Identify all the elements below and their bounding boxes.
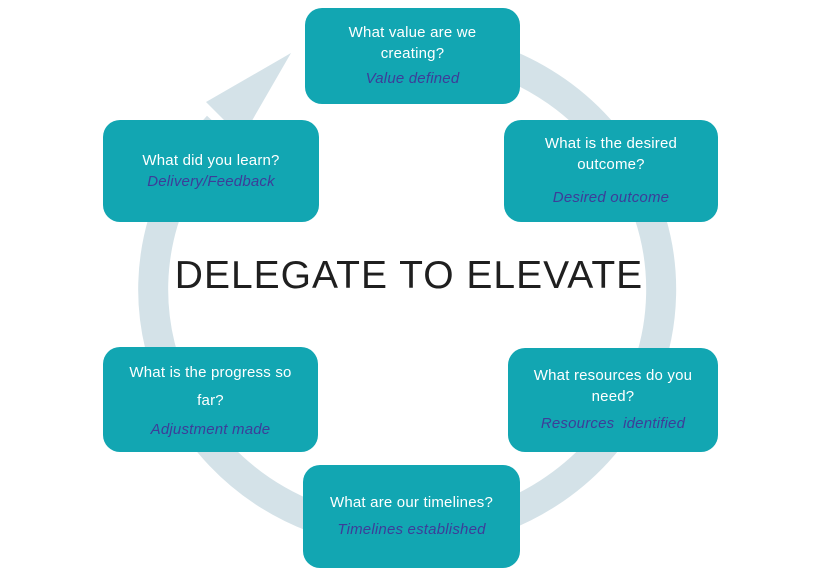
step-box-learn: What did you learn? Delivery/Feedback xyxy=(103,120,319,222)
step-question: What are our timelines? xyxy=(329,494,493,512)
step-question: What value are we creating? xyxy=(348,24,477,63)
step-question: What is the desired outcome? xyxy=(544,135,678,174)
step-box-resources: What resources do you need? Resources id… xyxy=(508,348,718,452)
step-subtext: Resources identified xyxy=(540,415,686,433)
cycle-ring-arc xyxy=(138,29,677,550)
step-subtext: Value defined xyxy=(365,70,460,88)
step-subtext: Timelines established xyxy=(337,521,486,539)
step-subtext: Delivery/Feedback xyxy=(147,172,275,190)
step-question: What did you learn? xyxy=(142,151,280,169)
step-subtext: Desired outcome xyxy=(552,189,670,207)
step-box-desired-outcome: What is the desired outcome? Desired out… xyxy=(504,120,718,222)
step-question: What resources do you need? xyxy=(533,367,693,406)
step-box-timelines: What are our timelines? Timelines establ… xyxy=(303,465,520,568)
step-box-value-creating: What value are we creating? Value define… xyxy=(305,8,520,104)
step-subtext: Adjustment made xyxy=(150,420,271,438)
step-question: What is the progress so far? xyxy=(129,363,292,410)
step-box-progress: What is the progress so far? Adjustment … xyxy=(103,347,318,452)
diagram-title: DELEGATE TO ELEVATE xyxy=(174,254,644,297)
arrow-head-icon xyxy=(206,53,291,138)
